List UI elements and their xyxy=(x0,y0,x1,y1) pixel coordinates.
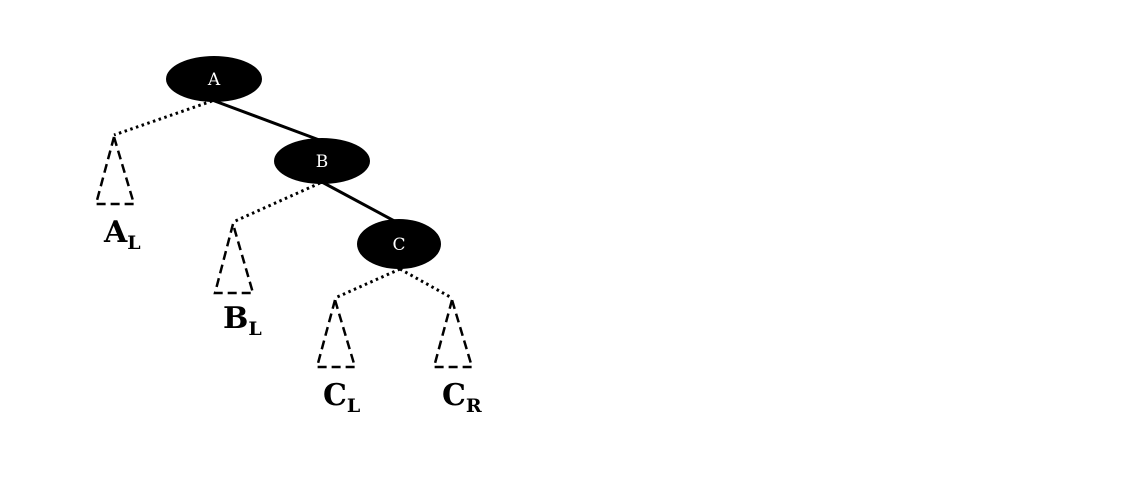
subtree-triangle-cr xyxy=(432,295,474,369)
node-b: B xyxy=(274,138,370,184)
edge-a-b xyxy=(211,98,323,143)
node-c: C xyxy=(357,219,441,269)
subtree-triangle-al xyxy=(94,132,136,206)
node-a-label: A xyxy=(207,70,221,90)
subtree-label-cl-main: C xyxy=(323,378,347,413)
subtree-label-al-main: A xyxy=(103,215,128,250)
edge-b-bl xyxy=(232,181,321,224)
subtree-label-al-sub: L xyxy=(127,232,140,254)
subtree-label-al: AL xyxy=(103,215,141,254)
node-c-label: C xyxy=(392,235,405,255)
subtree-label-bl-main: B xyxy=(223,301,248,336)
edge-c-cl xyxy=(334,267,401,300)
subtree-label-cr: CR xyxy=(442,378,482,417)
subtree-label-cl: CL xyxy=(323,378,360,417)
subtree-triangle-bl xyxy=(213,219,255,295)
node-a: A xyxy=(166,56,262,102)
edge-b-c xyxy=(319,179,401,226)
subtree-label-cl-sub: L xyxy=(347,395,360,417)
node-b-label: B xyxy=(316,152,329,172)
subtree-triangle-cl xyxy=(315,295,357,369)
subtree-label-cr-sub: R xyxy=(466,395,482,417)
edge-a-al xyxy=(113,99,213,137)
edge-c-cr xyxy=(399,267,453,300)
subtree-label-cr-main: C xyxy=(442,378,466,413)
subtree-label-bl: BL xyxy=(223,301,262,340)
subtree-label-bl-sub: L xyxy=(248,318,261,340)
